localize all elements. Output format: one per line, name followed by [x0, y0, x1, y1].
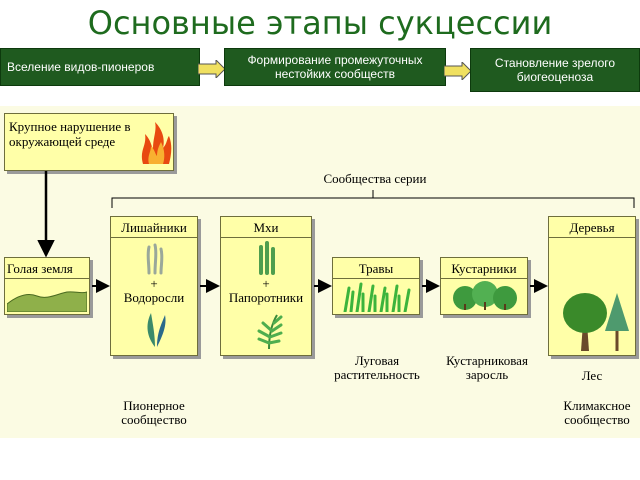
disturbance-label: Крупное нарушение в окружающей среде	[9, 119, 131, 149]
series-label: Сообщества серии	[323, 171, 427, 186]
lichen-icon	[146, 243, 164, 275]
trees-box: Деревья	[548, 216, 636, 356]
tree-icon	[563, 293, 629, 351]
plus-label: +	[262, 276, 270, 291]
bare-land-icon	[7, 291, 87, 312]
lichens-algae-box: Лишайники + Водоросли	[110, 216, 198, 356]
shrub-thicket-label: Кустарниковая заросль	[446, 353, 528, 382]
climax-community-label: Климаксное сообщество	[563, 398, 631, 427]
bare-land-label: Голая земля	[7, 261, 73, 276]
bare-land-box: Голая земля	[4, 257, 90, 315]
stage-pioneer-settlement-label: Вселение видов-пионеров	[7, 60, 155, 74]
grasses-label: Травы	[358, 261, 394, 276]
disturbance-box: Крупное нарушение в окружающей среде	[4, 113, 174, 171]
stage-pioneer-settlement: Вселение видов-пионеров	[0, 48, 200, 86]
moss-icon	[259, 241, 275, 275]
stage-mature-biogeocenosis: Становление зрелого биогеоценоза	[470, 48, 640, 92]
shrubs-label: Кустарники	[451, 261, 517, 276]
algae-icon	[147, 313, 166, 347]
plus-label: +	[150, 276, 158, 291]
arrow-right-icon	[198, 60, 226, 78]
arrow-right-icon	[444, 62, 472, 80]
stage-intermediate-communities: Формирование промежуточных нестойких соо…	[224, 48, 446, 86]
mosses-label: Мхи	[253, 220, 279, 235]
forest-label: Лес	[581, 368, 603, 383]
grasses-box: Травы	[332, 257, 420, 315]
fire-icon	[141, 122, 172, 164]
fern-icon	[257, 314, 283, 350]
stage-mature-biogeocenosis-label: Становление зрелого биогеоценоза	[494, 56, 616, 84]
pioneer-community-label: Пионерное сообщество	[121, 398, 187, 427]
grass-icon	[343, 282, 411, 312]
lichens-label: Лишайники	[121, 220, 187, 235]
page-title: Основные этапы сукцессии	[87, 4, 553, 42]
algae-label: Водоросли	[123, 290, 185, 305]
stage-intermediate-communities-label: Формирование промежуточных нестойких соо…	[247, 53, 423, 81]
shrubs-box: Кустарники	[440, 257, 528, 315]
meadow-vegetation-label: Луговая растительность	[334, 353, 420, 382]
shrub-icon	[453, 281, 517, 310]
trees-label: Деревья	[569, 220, 615, 235]
ferns-label: Папоротники	[228, 290, 304, 305]
mosses-ferns-box: Мхи + Папоротники	[220, 216, 312, 356]
